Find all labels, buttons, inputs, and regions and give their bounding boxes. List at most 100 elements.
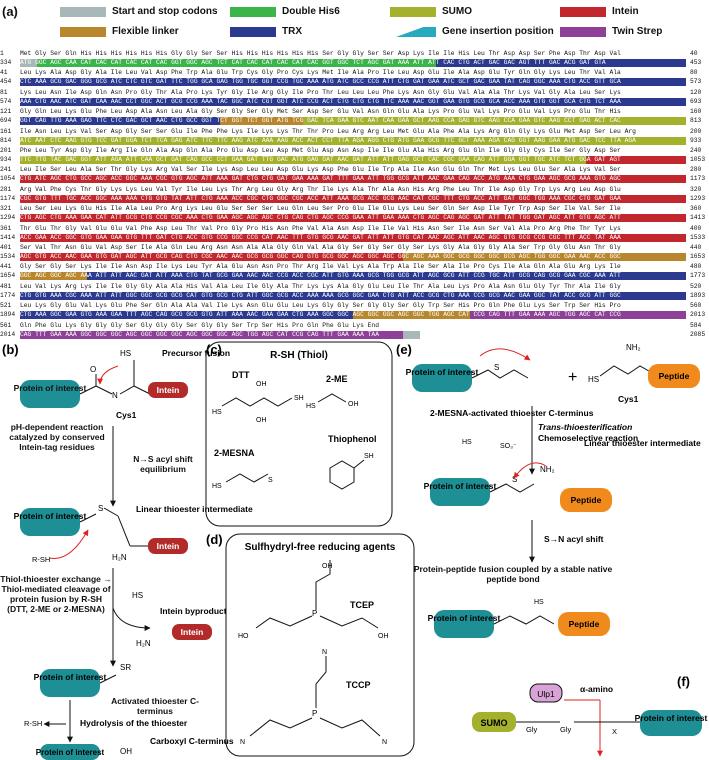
amino-acid-line: Leu Lys Gly Glu Val Lys Glu Phe Ser Gln …: [20, 302, 621, 310]
ph-reaction-text: pH-dependent reaction catalyzed by conse…: [9, 422, 105, 452]
fusion-text: Protein-peptide fusion coupled by a stab…: [413, 564, 613, 584]
nucleotide-line: AGC GTG ACC AAC GAA GTG GAT AGC ATT GCG …: [20, 253, 621, 260]
nucleotide-line: CTC AAA GCG GAC GGG GCG ATC CTC GTC GAT …: [20, 78, 621, 86]
legend-item: Double His6: [230, 6, 340, 17]
panel-label-f: (f): [677, 674, 690, 689]
aa-start: 81: [0, 88, 8, 96]
n-atom: N: [112, 391, 118, 400]
protein-of-interest-pill-b2: [20, 508, 80, 536]
nucleotide-line: GGC AGC GGC AGC AAA ATT ATT AAC GAT ATT …: [20, 272, 621, 280]
nucleotide-line: CTG ATC AGC CTG GCC AGC ACC GGC AAA CGC …: [20, 175, 621, 183]
nt-end: 573: [690, 78, 702, 86]
aa-end: 240: [690, 147, 702, 154]
s-atom-b2: S: [98, 504, 103, 513]
sequence-segment: [20, 156, 587, 164]
nt-end: 1293: [690, 194, 706, 202]
aa-start: 241: [0, 166, 12, 174]
tcep-ho: HO: [238, 633, 249, 640]
legend-item: Gene insertion position: [390, 26, 554, 37]
amino-acid-line: Ile Asn Leu Lys Val Ser Asp Gly Ser Ser …: [20, 127, 636, 135]
legend-item: TRX: [230, 26, 302, 37]
aa-start: 481: [0, 282, 12, 290]
mesna-hs: HS: [212, 483, 222, 490]
panel-label-d: (d): [206, 532, 223, 547]
nt-end: 453: [690, 59, 702, 66]
legend-label: Intein: [612, 6, 639, 17]
aa-start: 121: [0, 108, 12, 116]
peptide-pill-e1: [648, 364, 700, 388]
aa-start: 441: [0, 263, 12, 271]
aa-start: 201: [0, 147, 12, 154]
sequence-segment: [20, 330, 403, 339]
nucleotide-line: CTG AAA GGC GAA GTG AAA GAA TTT AGC CAG …: [20, 311, 621, 319]
gly1-label: Gly: [526, 725, 538, 734]
nt-end: 1173: [690, 175, 706, 183]
amino-acid-line: Gly Ser Gly Ser Lys Ile Ile Asn Asp Ile …: [20, 263, 621, 271]
panel-c-box: [205, 341, 393, 527]
sequence-segment: [20, 214, 686, 223]
legend-label: Gene insertion position: [442, 26, 554, 37]
protein-of-interest-pill-e2: [430, 478, 490, 506]
ulp1-shape: [529, 683, 563, 703]
tcep-oh2: OH: [378, 633, 389, 640]
sumo-label: SUMO: [481, 718, 508, 728]
legend-label: Twin Strep: [612, 26, 663, 37]
me-oh: OH: [348, 401, 359, 408]
nt-end: 813: [690, 117, 702, 125]
poi-label-b2: Protein of interest: [14, 511, 87, 521]
sequence-segment: [20, 311, 353, 320]
legend-swatch: [560, 26, 606, 37]
legend-item: Start and stop codons: [60, 6, 218, 17]
sequence-segment: [36, 59, 437, 67]
mesna-label: 2-MESNA: [214, 448, 255, 458]
sequence-segment: [586, 156, 686, 164]
legend-swatch: [560, 6, 606, 17]
panel-d-box: [225, 533, 415, 757]
nt-start: 1294: [0, 214, 16, 222]
h2n-byproduct: H₂N: [136, 639, 151, 648]
sn-shift-label: S→N acyl shift: [544, 534, 604, 544]
sequence-segment: [20, 117, 220, 126]
amino-acid-line: Gly Gln Leu Lys Glu Phe Leu Asp Ala Asn …: [20, 108, 621, 116]
panel-label-e: (e): [396, 342, 412, 357]
tccp-p: P: [312, 709, 317, 718]
rsh-label: R-SH: [32, 555, 50, 564]
sequence-segment: [353, 311, 470, 320]
carboxyl-label: Carboxyl C-terminus: [150, 736, 234, 746]
aa-end: 120: [690, 88, 702, 96]
oh-atom: OH: [120, 747, 132, 756]
legend-swatch: [60, 6, 106, 17]
aa-start: 521: [0, 302, 12, 310]
nt-end: 1653: [690, 253, 706, 260]
e-s-atom: S: [494, 363, 499, 372]
e-hs: HS: [588, 375, 599, 384]
peptide-label-e3: Peptide: [569, 619, 600, 629]
amino-acid-line: Gln Phe Glu Lys Gly Gly Gly Ser Gly Gly …: [20, 321, 379, 329]
sequence-segment: [20, 97, 686, 106]
nucleotide-line: CTG AGC CTG AAA GAA CAT ATT GCG CTG CCG …: [20, 214, 621, 222]
nucleotide-line: ACC GAA ACC GGC GTG GAA GAA GTG TTT GAT …: [20, 233, 621, 241]
linear-thioester-e-label: Linear thioester intermediate: [584, 438, 701, 448]
protein-of-interest-pill-b4: [40, 669, 100, 697]
h2n-atom-b2: H₂N: [112, 553, 127, 562]
poi-label-e2: Protein of interest: [424, 481, 497, 491]
intein-pill-b2: [148, 538, 188, 554]
legend-item: Twin Strep: [560, 26, 662, 37]
mechanism-panels: (b) Protein of interest O N HS Intein Pr…: [0, 341, 708, 760]
nucleotide-line: ATG GGC AGC CAA CAT CAC CAT CAC CAT CAC …: [20, 59, 606, 66]
e2-nh2: NH₂: [540, 465, 555, 474]
so3-leaving: SO₃⁻: [500, 443, 517, 450]
legend-label: TRX: [282, 26, 302, 37]
nucleotide-line: TTC TTG TAC GAC GGT ATT AGA ATT CAA GCT …: [20, 156, 621, 163]
aa-start: 321: [0, 205, 12, 213]
nt-end: 1773: [690, 272, 706, 280]
tccp-n2: N: [240, 739, 245, 746]
legend-swatch: [230, 6, 276, 17]
amino-acid-line: Lys Leu Asn Ile Asp Gln Asn Pro Gly Thr …: [20, 88, 621, 96]
hs-leaving: HS: [462, 439, 472, 446]
